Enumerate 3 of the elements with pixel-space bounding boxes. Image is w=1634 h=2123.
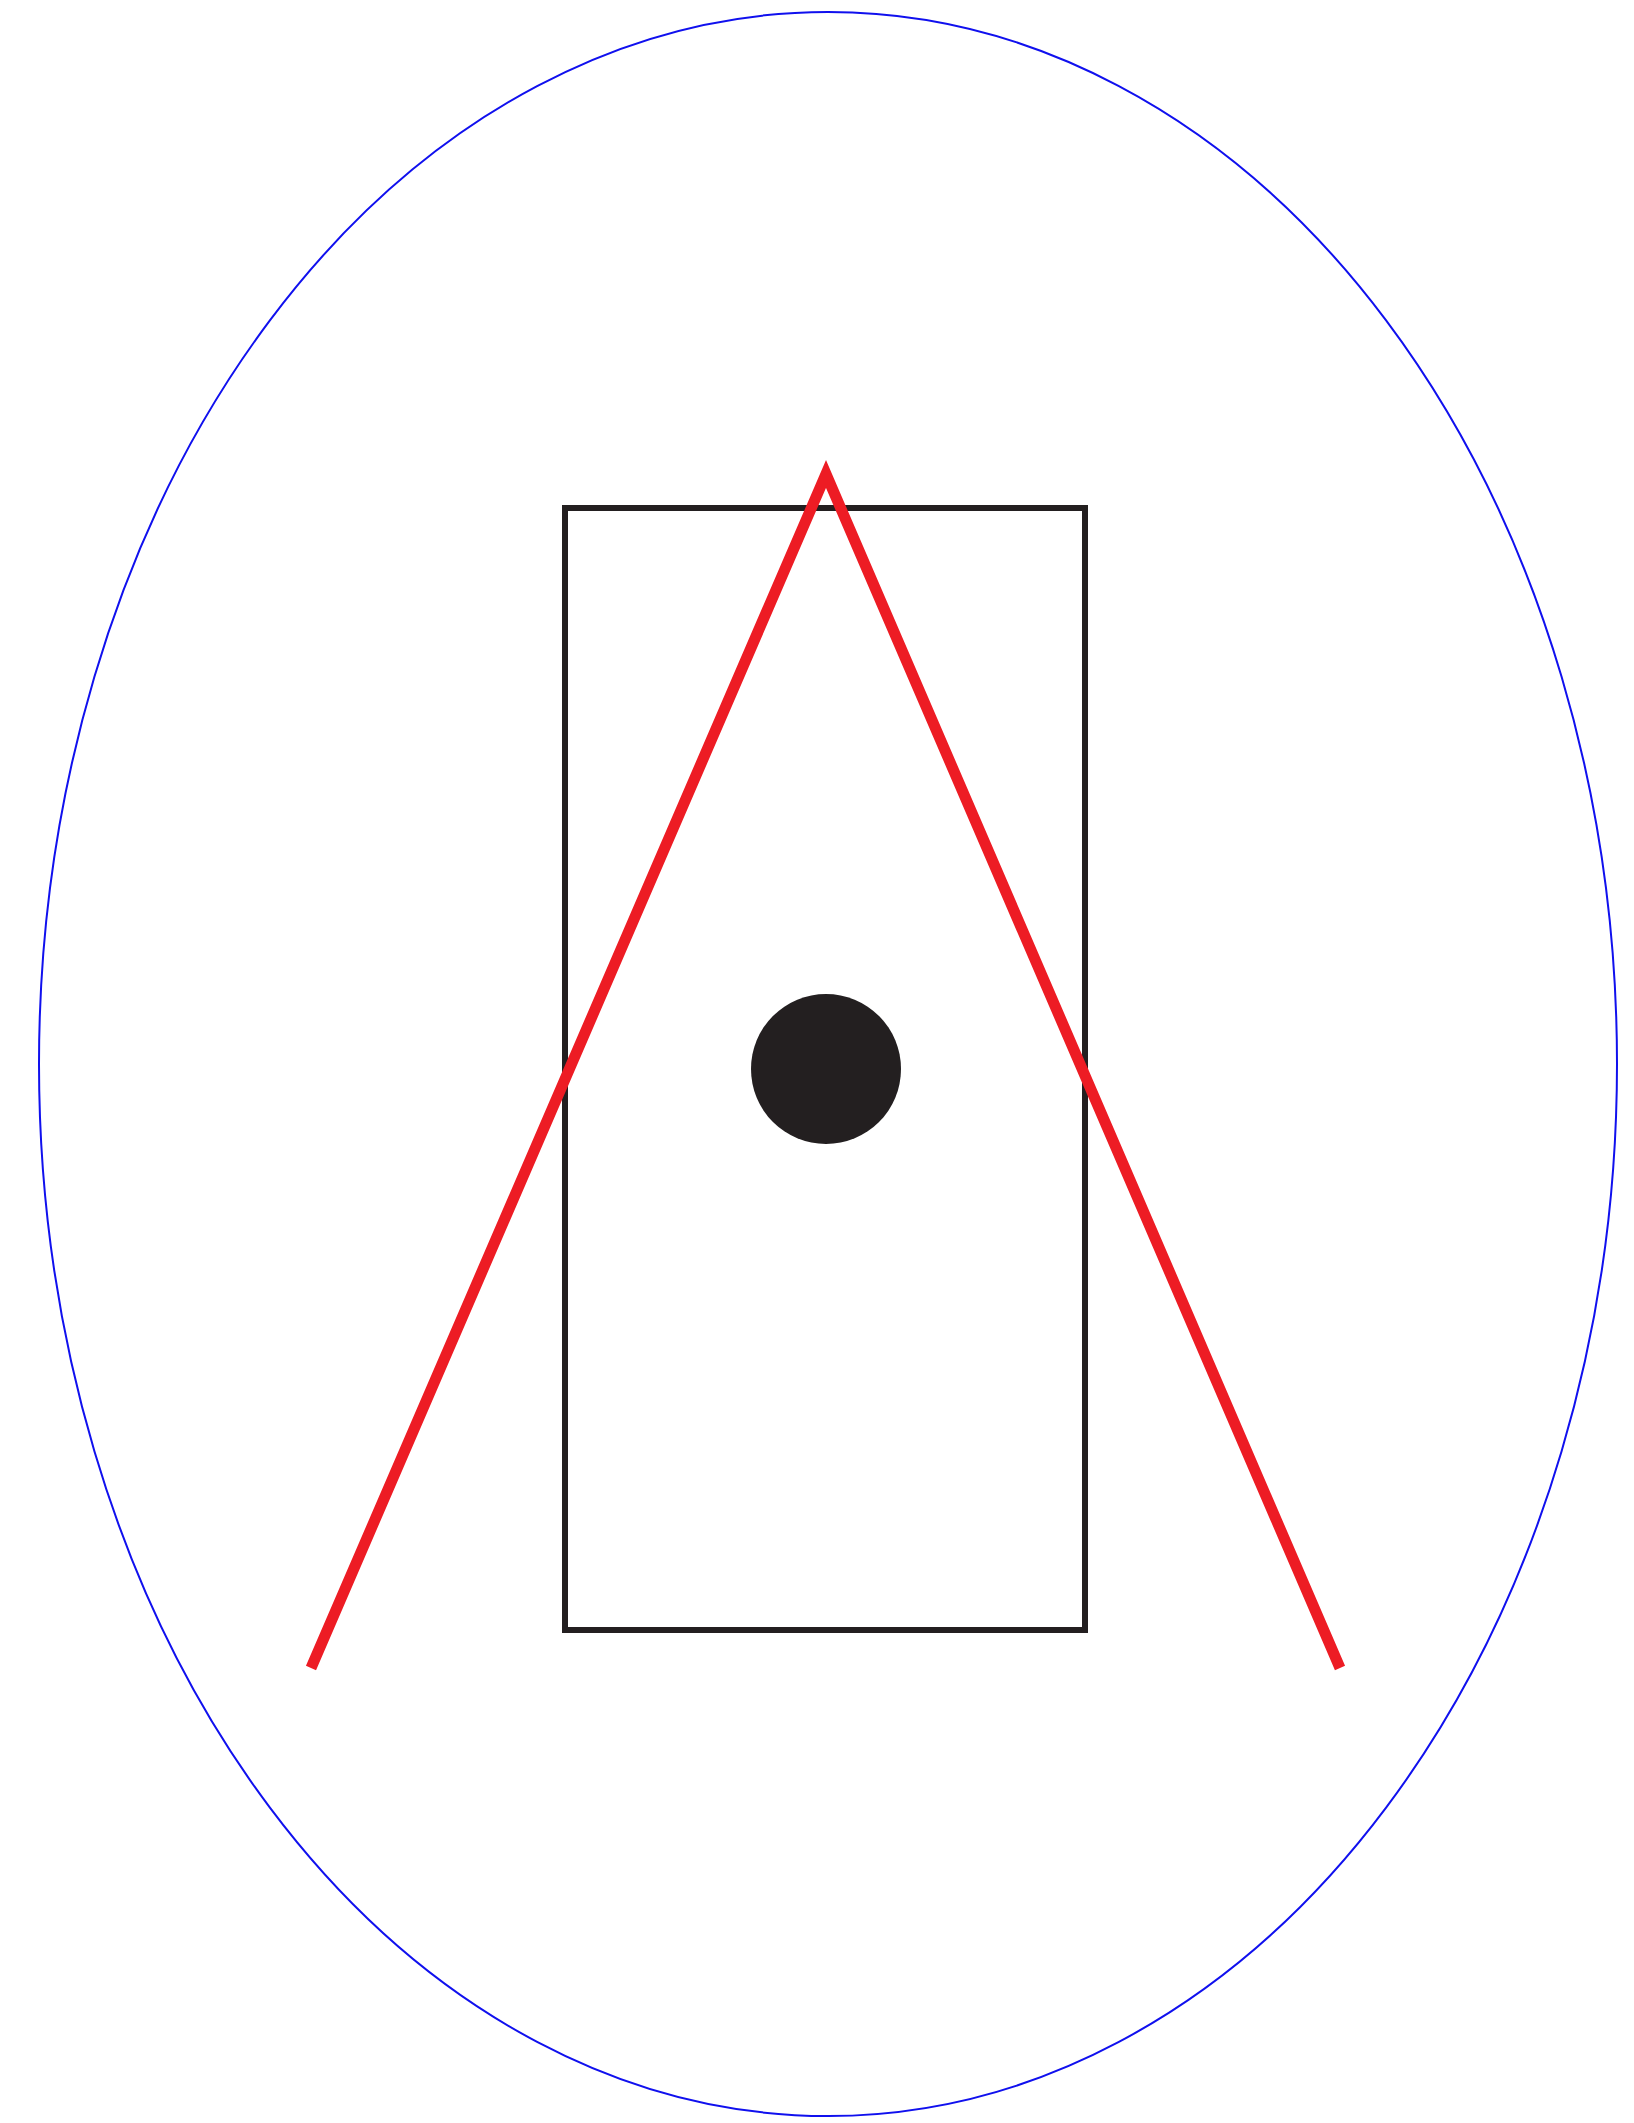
rectangle-outline bbox=[562, 505, 1088, 1633]
ellipse-outline bbox=[38, 11, 1618, 2117]
filled-dot bbox=[751, 994, 901, 1144]
